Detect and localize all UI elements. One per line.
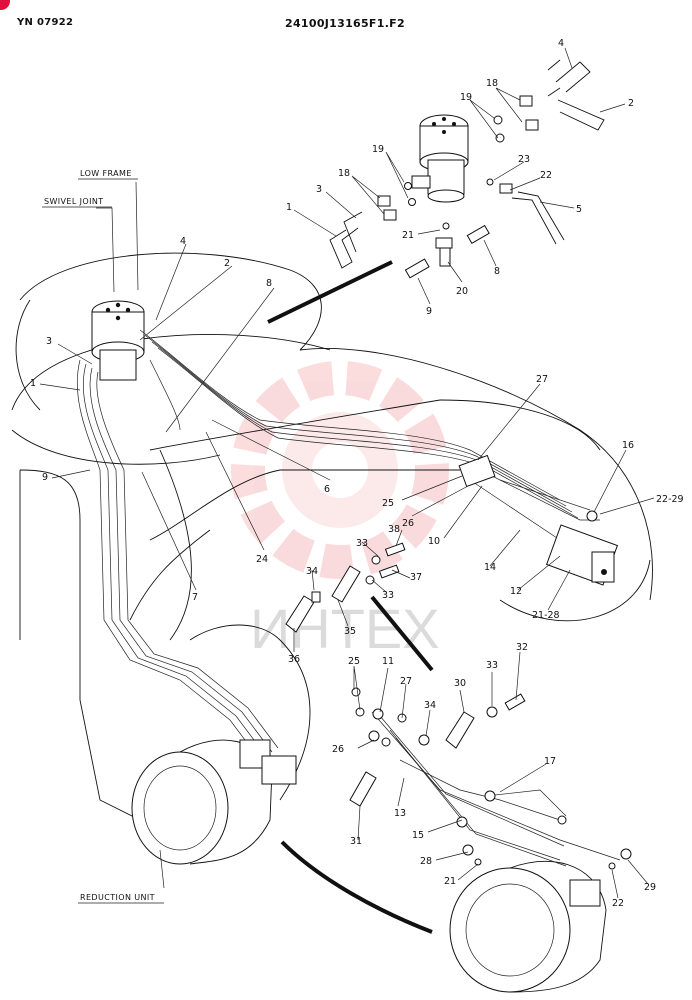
callout: 1 xyxy=(286,202,292,213)
drawing-code-left: YN 07922 xyxy=(17,17,74,28)
callout: 21 xyxy=(402,230,414,241)
frame-edge-stripe-2 xyxy=(370,595,434,672)
callout: 33 xyxy=(486,660,498,671)
drawing-number: 24100J13165F1.F2 xyxy=(285,17,405,30)
callout: 22 xyxy=(612,898,624,909)
callout: 32 xyxy=(516,642,528,653)
callout: 9 xyxy=(426,306,432,317)
callout: 9 xyxy=(42,472,48,483)
callout: 17 xyxy=(544,756,556,767)
callout: 10 xyxy=(428,536,440,547)
callout: 13 xyxy=(394,808,406,819)
callout: 18 xyxy=(338,168,350,179)
callout: 22 xyxy=(540,170,552,181)
callout: 7 xyxy=(192,592,198,603)
exploded-pipes-top xyxy=(329,59,605,279)
callout: 28 xyxy=(420,856,432,867)
callout: 33 xyxy=(356,538,368,549)
callout: 2 xyxy=(628,98,634,109)
corner-marker xyxy=(0,0,10,10)
callout: 36 xyxy=(288,654,300,665)
callout: 8 xyxy=(266,278,272,289)
callout: 18 xyxy=(486,78,498,89)
callout: 12 xyxy=(510,586,522,597)
callout: 21-28 xyxy=(532,610,560,621)
callout: 22-29 xyxy=(656,494,684,505)
callout: 11 xyxy=(382,656,394,667)
callout: 1 xyxy=(30,378,36,389)
label-reduction-unit: REDUCTION UNIT xyxy=(80,893,155,902)
callout: 4 xyxy=(558,38,564,49)
watermark-text: ИНТЕХ xyxy=(250,597,440,660)
callout: 34 xyxy=(306,566,318,577)
leader-lines xyxy=(39,47,655,899)
callout: 29 xyxy=(644,882,656,893)
callout: 27 xyxy=(536,374,548,385)
frame-edge-stripe-3 xyxy=(280,840,433,934)
callout: 6 xyxy=(324,484,330,495)
callout: 38 xyxy=(388,524,400,535)
callout: 25 xyxy=(382,498,394,509)
reduction-unit-right xyxy=(449,860,607,993)
callout: 4 xyxy=(180,236,186,247)
callout: 2 xyxy=(224,258,230,269)
frame-edge-stripe xyxy=(267,260,393,324)
callout: 3 xyxy=(46,336,52,347)
callout: 21 xyxy=(444,876,456,887)
callout: 19 xyxy=(460,92,472,103)
callout: 14 xyxy=(484,562,496,573)
callout: 24 xyxy=(256,554,268,565)
callout: 34 xyxy=(424,700,436,711)
label-low-frame: LOW FRAME xyxy=(80,169,132,178)
swivel-joint-main xyxy=(91,300,145,381)
callout: 26 xyxy=(402,518,414,529)
callout: 26 xyxy=(332,744,344,755)
callout: 5 xyxy=(576,204,582,215)
callout: 20 xyxy=(456,286,468,297)
callout: 31 xyxy=(350,836,362,847)
label-swivel-joint: SWIVEL JOINT xyxy=(44,197,104,206)
callout: 16 xyxy=(622,440,634,451)
callout: 25 xyxy=(348,656,360,667)
valve-block-right xyxy=(458,454,619,586)
exploded-parts-lower xyxy=(285,542,632,870)
callout: 35 xyxy=(344,626,356,637)
reduction-unit-left xyxy=(131,739,297,865)
hose-routing-main xyxy=(76,329,600,761)
callout: 37 xyxy=(410,572,422,583)
swivel-joint-exploded xyxy=(411,114,469,203)
callout: 8 xyxy=(494,266,500,277)
callout: 33 xyxy=(382,590,394,601)
callout: 30 xyxy=(454,678,466,689)
callout: 19 xyxy=(372,144,384,155)
callout: 15 xyxy=(412,830,424,841)
callout: 23 xyxy=(518,154,530,165)
callout: 3 xyxy=(316,184,322,195)
callout-numbers: 4 2 18 19 19 18 23 22 3 5 1 21 8 20 9 4 … xyxy=(30,38,684,909)
callout: 27 xyxy=(400,676,412,687)
